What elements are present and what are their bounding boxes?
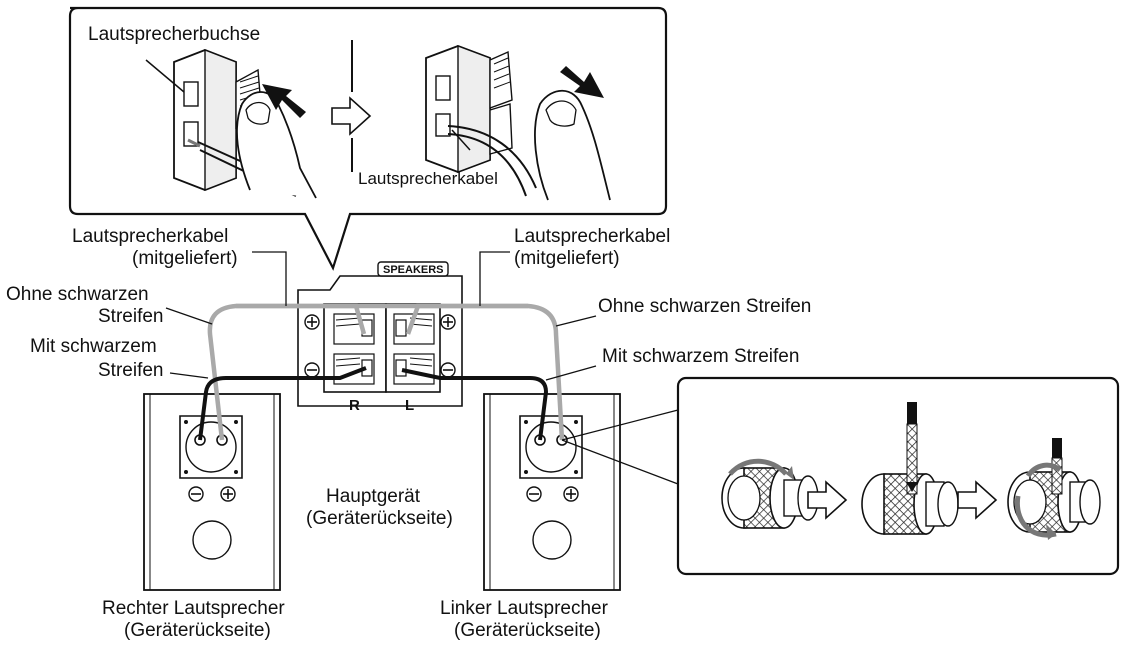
label-cable-right-2: (mitgeliefert) <box>514 248 620 269</box>
label-cable-inset: Lautsprecherkabel <box>358 169 498 188</box>
binding-post-tighten <box>1007 438 1101 540</box>
label-no-stripe-left-1: Ohne schwarzen <box>6 284 149 305</box>
speaker-port <box>532 520 572 560</box>
label-stripe-left-2: Streifen <box>98 360 163 381</box>
label-right-speaker-1: Rechter Lautsprecher <box>102 598 285 619</box>
leader-lines <box>165 251 679 485</box>
left-speaker <box>483 393 621 591</box>
label-cable-left-2: (mitgeliefert) <box>132 248 238 269</box>
label-speakers-panel: SPEAKERS <box>383 264 444 276</box>
right-speaker <box>143 393 281 591</box>
wire-with-stripe-left <box>401 368 549 441</box>
binding-post-inset <box>676 376 1120 576</box>
right-arrow-icon <box>331 96 372 136</box>
label-cable-left-1: Lautsprecherkabel <box>72 226 228 247</box>
label-cable-right-1: Lautsprecherkabel <box>514 226 670 247</box>
binding-post-loosen <box>721 458 819 529</box>
label-jack: Lautsprecherbuchse <box>88 24 260 45</box>
label-left-speaker-2: (Geräterückseite) <box>454 620 601 641</box>
label-stripe-right: Mit schwarzem Streifen <box>602 346 799 367</box>
label-left-speaker-1: Linker Lautsprecher <box>440 598 609 619</box>
label-no-stripe-left-2: Streifen <box>98 306 163 327</box>
label-channel-r: R <box>349 397 360 414</box>
main-unit-panel: SPEAKERS R L <box>297 261 463 414</box>
label-channel-l: L <box>405 397 414 414</box>
wire-with-stripe-right <box>198 366 367 441</box>
label-right-speaker-2: (Geräterückseite) <box>124 620 271 641</box>
label-main-unit-2: (Geräterückseite) <box>306 508 453 529</box>
speaker-port <box>192 520 232 560</box>
release-arrow-icon <box>560 66 604 98</box>
right-arrow-icon <box>957 480 998 520</box>
speaker-jack-released <box>425 44 513 174</box>
jack-inset-callout: Lautsprecherbuchse Lautsprecherkabel <box>68 6 668 271</box>
right-arrow-icon <box>807 480 848 520</box>
binding-post-insert <box>861 402 959 535</box>
labels: Lautsprecherkabel (mitgeliefert) Lautspr… <box>6 226 811 641</box>
label-main-unit-1: Hauptgerät <box>326 486 421 507</box>
label-no-stripe-right: Ohne schwarzen Streifen <box>598 296 811 317</box>
push-arrow-icon <box>262 84 306 118</box>
label-stripe-left-1: Mit schwarzem <box>30 336 157 357</box>
